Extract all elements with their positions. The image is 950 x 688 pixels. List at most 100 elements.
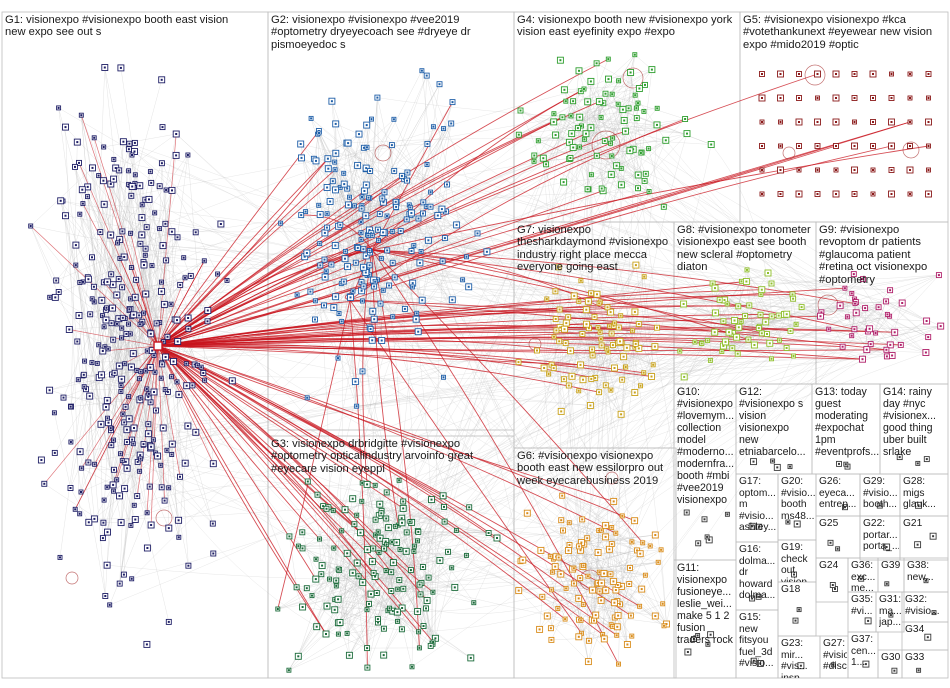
node-dot-g2 (368, 273, 371, 276)
node-dot-g1 (118, 365, 121, 367)
node-dot-g1 (148, 485, 151, 488)
edge (55, 297, 103, 352)
edge (581, 534, 656, 543)
edge (168, 487, 317, 627)
edge (306, 165, 358, 254)
node-dot-g3 (417, 530, 420, 533)
node-dot-g1 (119, 452, 122, 455)
node-dot-g8 (737, 326, 740, 329)
edge (331, 101, 336, 124)
node-dot-g1 (79, 450, 82, 453)
node-dot-g6 (600, 529, 603, 532)
node-dot-g1 (146, 350, 149, 352)
node-dot-g1 (120, 384, 122, 387)
node-dot-g7 (656, 326, 658, 329)
node-dot-g1 (123, 487, 126, 490)
node-dot-g4 (519, 109, 522, 112)
node-dot-g1 (103, 203, 106, 206)
node-dot-g8 (791, 293, 794, 296)
node-dot-g2 (386, 249, 389, 252)
node-dot-g6 (564, 618, 567, 621)
edge (900, 325, 941, 346)
highlighted-edge (371, 145, 929, 251)
edge (630, 603, 663, 616)
node-dot-g2 (451, 298, 454, 301)
node-dot-g8 (746, 268, 748, 271)
node-dot-g7 (573, 294, 576, 297)
node-dot-g2 (300, 214, 303, 217)
node-dot-g2 (379, 302, 382, 305)
node-dot-g9 (850, 334, 853, 337)
node-dot-g1 (150, 445, 153, 448)
node-dot-g1 (29, 225, 32, 227)
edge (81, 424, 102, 469)
highlighted-edge (157, 315, 821, 347)
node-dot-g9 (852, 273, 855, 276)
edge (543, 267, 559, 369)
edge (648, 148, 664, 207)
edge (435, 567, 452, 639)
node-dot-g5 (909, 193, 911, 195)
node-dot-g6 (654, 615, 657, 617)
node-dot-g5 (890, 145, 893, 147)
node-dot-g5 (872, 169, 874, 171)
node-dot-g1 (91, 256, 93, 259)
edge (318, 205, 463, 280)
highlighted-edge (157, 277, 186, 347)
node-dot-g2 (442, 376, 445, 379)
edge (296, 587, 339, 600)
edge (550, 501, 614, 557)
edge (161, 280, 582, 488)
node-dot-g3 (399, 548, 401, 551)
edge (113, 133, 177, 180)
node-dot-g1 (160, 78, 163, 81)
node-dot-g4 (615, 164, 618, 167)
node-dot-g2 (346, 187, 349, 190)
node-dot-g7 (550, 363, 553, 366)
edge (82, 281, 131, 310)
edge (447, 551, 467, 556)
node-dot-g4 (627, 107, 630, 110)
node-dot-g1 (78, 161, 80, 164)
node-dot-g32 (933, 611, 935, 614)
highlighted-edge (157, 327, 762, 347)
node-dot-g3 (390, 590, 393, 592)
edge (551, 578, 581, 640)
edge (538, 140, 650, 192)
node-dot-g8 (726, 302, 729, 305)
edge (126, 442, 169, 622)
edge (394, 170, 890, 317)
node-dot-g2 (325, 226, 328, 229)
edge (302, 518, 402, 608)
node-dot-g35 (867, 619, 870, 622)
edge (587, 108, 658, 190)
node-dot-g6 (608, 548, 611, 551)
node-dot-g3 (318, 538, 321, 540)
node-dot-g1 (113, 468, 115, 471)
node-dot-g2 (355, 405, 358, 408)
node-dot-g3 (297, 655, 300, 658)
edge (613, 327, 759, 502)
edge (327, 158, 358, 248)
node-dot-g1 (69, 441, 72, 443)
node-dot-g7 (653, 345, 656, 348)
edge (417, 530, 582, 543)
node-dot-g3 (346, 632, 349, 635)
edge (590, 81, 617, 166)
node-dot-g2 (409, 206, 412, 209)
edge (302, 532, 316, 580)
cluster-label-g14: G14: rainy day #nyc #visionex... good th… (883, 386, 936, 458)
edge (30, 225, 57, 281)
self-loop (591, 130, 621, 160)
node-dot-g1 (161, 126, 164, 129)
edge (386, 518, 424, 568)
node-dot-g1 (139, 454, 142, 457)
edge (326, 270, 638, 551)
node-dot-g1 (144, 247, 147, 250)
node-dot-g4 (578, 69, 580, 72)
node-dot-g2 (399, 229, 402, 232)
node-dot-g2 (360, 207, 363, 210)
edge (54, 412, 71, 489)
edge (870, 314, 888, 345)
node-dot-g7 (633, 346, 636, 349)
